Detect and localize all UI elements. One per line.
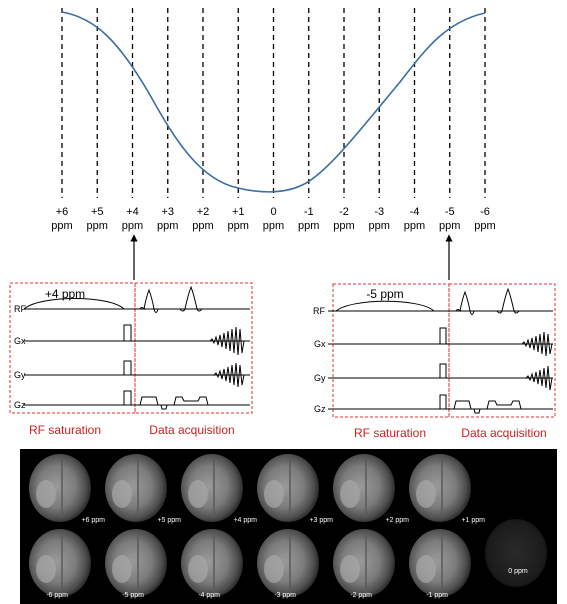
slice-offset-label: +3 ppm [309,517,333,524]
slice-offset-label: -1 ppm [426,592,448,599]
offset-value-label: -5 [445,206,455,218]
brain-slice: +1 ppm [409,454,485,524]
offset-value-label: +1 [232,206,245,218]
brain-slice: +3 ppm [257,454,333,524]
slice-offset-label: +4 ppm [233,517,257,524]
channel-label-gx: Gx [314,339,326,349]
offset-dashed-lines [61,8,486,198]
offset-unit-label: ppm [228,220,249,232]
channel-label-gz: Gz [14,400,26,410]
offset-value-label: +6 [56,206,69,218]
slice-offset-label: -2 ppm [350,592,372,599]
slice-offset-label: +1 ppm [461,517,485,524]
offset-unit-label: ppm [263,220,284,232]
channel-label-gx: Gx [14,336,26,346]
section-label-acquisition: Data acquisition [461,426,546,440]
brain-slice: +6 ppm [29,454,105,524]
slice-offset-label: +6 ppm [81,517,105,524]
offset-value-label: +5 [91,206,104,218]
offset-unit-label: ppm [157,220,178,232]
brain-slice: -2 ppm [333,529,395,599]
offset-unit-label: ppm [439,220,460,232]
offset-value-label: -4 [410,206,420,218]
slice-offset-label: +2 ppm [385,517,409,524]
data-acquisition-box [134,282,253,414]
section-label-acquisition: Data acquisition [149,423,234,437]
z-spectrum-curve [61,11,486,193]
channel-label-rf: RF [313,306,325,316]
offset-value-label: -3 [374,206,384,218]
data-acquisition-box [448,283,556,418]
offset-value-label: +2 [197,206,210,218]
channel-label-gz: Gz [314,404,326,414]
pulse-sequence-left: +4 ppm RF Gx Gy Gz RF saturation [9,282,253,437]
brain-slice: -3 ppm [257,529,319,599]
brain-slice: -4 ppm [181,529,243,599]
pulse-sequence-right: -5 ppm RF Gx Gy Gz RF saturation Data ac… [313,283,556,440]
slice-offset-label: -3 ppm [274,592,296,599]
offset-unit-label: ppm [333,220,354,232]
brain-slice: 0 ppm [485,519,547,587]
offset-unit-label: ppm [369,220,390,232]
brain-slice: +2 ppm [333,454,409,524]
offset-value-label: -1 [304,206,314,218]
channel-label-gy: Gy [314,373,326,383]
section-label-saturation: RF saturation [29,423,101,437]
offset-unit-label: ppm [474,220,495,232]
offset-value-label: -6 [480,206,490,218]
offset-value-label: -2 [339,206,349,218]
brain-slice: -5 ppm [105,529,167,599]
offset-value-label: +3 [161,206,174,218]
offset-unit-label: ppm [122,220,143,232]
offset-unit-label: ppm [298,220,319,232]
brain-slices: +6 ppm +5 ppm +4 ppm +3 ppm +2 ppm +1 ppm -6 p… [29,454,547,599]
slice-offset-label: -6 ppm [46,592,68,599]
slice-offset-label: +5 ppm [157,517,181,524]
z-spectrum-panel: +6 ppm +5 ppm +4 ppm +3 ppm +2 ppm +1 ppm 0 ppm -1 ppm -… [51,8,496,232]
offset-value-label: +4 [126,206,139,218]
offset-unit-label: ppm [192,220,213,232]
brain-slice: +4 ppm [181,454,257,524]
section-label-saturation: RF saturation [354,426,426,440]
channel-label-gy: Gy [14,370,26,380]
channel-label-rf: RF [14,304,26,314]
offset-unit-label: ppm [404,220,425,232]
rf-saturation-box [9,282,136,414]
brain-slice: -1 ppm [409,529,471,599]
slice-offset-label: -4 ppm [198,592,220,599]
rf-saturation-box [332,283,450,418]
offset-labels: +6 ppm +5 ppm +4 ppm +3 ppm +2 ppm +1 ppm 0 ppm -1 ppm -… [51,206,495,232]
offset-unit-label: ppm [51,220,72,232]
brain-slice: +5 ppm [105,454,181,524]
brain-slice: -6 ppm [29,529,91,599]
offset-unit-label: ppm [87,220,108,232]
saturation-offset-label: -5 ppm [366,287,403,301]
slice-offset-label: -5 ppm [122,592,144,599]
slice-offset-label: 0 ppm [508,568,528,575]
saturation-offset-label: +4 ppm [45,287,85,301]
mri-image-panel: +6 ppm +5 ppm +4 ppm +3 ppm +2 ppm +1 ppm -6 p… [20,449,557,604]
offset-value-label: 0 [270,206,276,218]
